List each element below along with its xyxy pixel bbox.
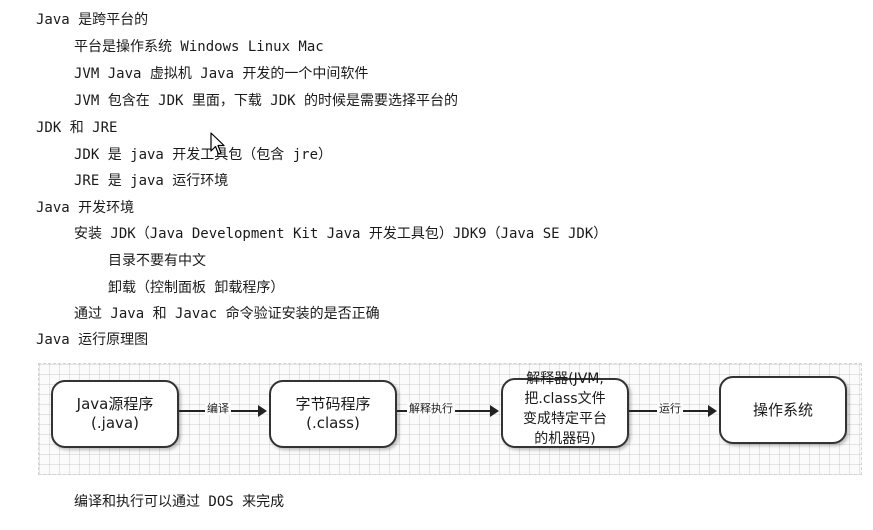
mouse-pointer-icon: [210, 132, 225, 155]
box-java-source-label: Java源程序 (.java): [76, 395, 154, 432]
heading-java-cross-platform: Java 是跨平台的: [36, 12, 149, 28]
note-jdk: JDK 是 java 开发工具包（包含 jre）: [74, 147, 333, 163]
note-platform-os: 平台是操作系统 Windows Linux Mac: [74, 39, 324, 55]
note-jvm: JVM Java 虚拟机 Java 开发的一个中间软件: [74, 66, 369, 82]
note-install-jdk: 安装 JDK（Java Development Kit Java 开发工具包）J…: [74, 226, 608, 242]
box-interpreter-label: 解释器(JVM, 把.class文件 变成特定平台 的机器码): [523, 371, 607, 447]
note-verify: 通过 Java 和 Javac 命令验证安装的是否正确: [74, 306, 380, 322]
box-interpreter: 解释器(JVM, 把.class文件 变成特定平台 的机器码): [501, 371, 629, 448]
note-dos: 编译和执行可以通过 DOS 来完成: [74, 494, 285, 510]
heading-java-env: Java 开发环境: [36, 200, 135, 216]
box-bytecode-label: 字节码程序 (.class): [295, 395, 371, 432]
note-jvm-in-jdk: JVM 包含在 JDK 里面，下载 JDK 的时候是需要选择平台的: [74, 93, 459, 109]
note-uninstall: 卸载（控制面板 卸载程序）: [108, 280, 285, 296]
arrow-interpret-label: 解释执行: [407, 402, 455, 415]
heading-jdk-jre: JDK 和 JRE: [36, 120, 118, 136]
heading-run-diagram: Java 运行原理图: [36, 332, 149, 348]
note-jre: JRE 是 java 运行环境: [74, 173, 229, 189]
note-no-chinese-dir: 目录不要有中文: [108, 253, 206, 269]
box-os-label: 操作系统: [752, 400, 813, 419]
box-os: 操作系统: [719, 376, 847, 444]
box-bytecode: 字节码程序 (.class): [269, 380, 397, 448]
arrow-run-label: 运行: [657, 402, 683, 415]
run-principle-diagram: Java源程序 (.java) 编译 字节码程序 (.class) 解释执行 解…: [38, 363, 862, 475]
box-java-source: Java源程序 (.java): [51, 380, 179, 448]
arrow-compile-label: 编译: [205, 402, 231, 415]
